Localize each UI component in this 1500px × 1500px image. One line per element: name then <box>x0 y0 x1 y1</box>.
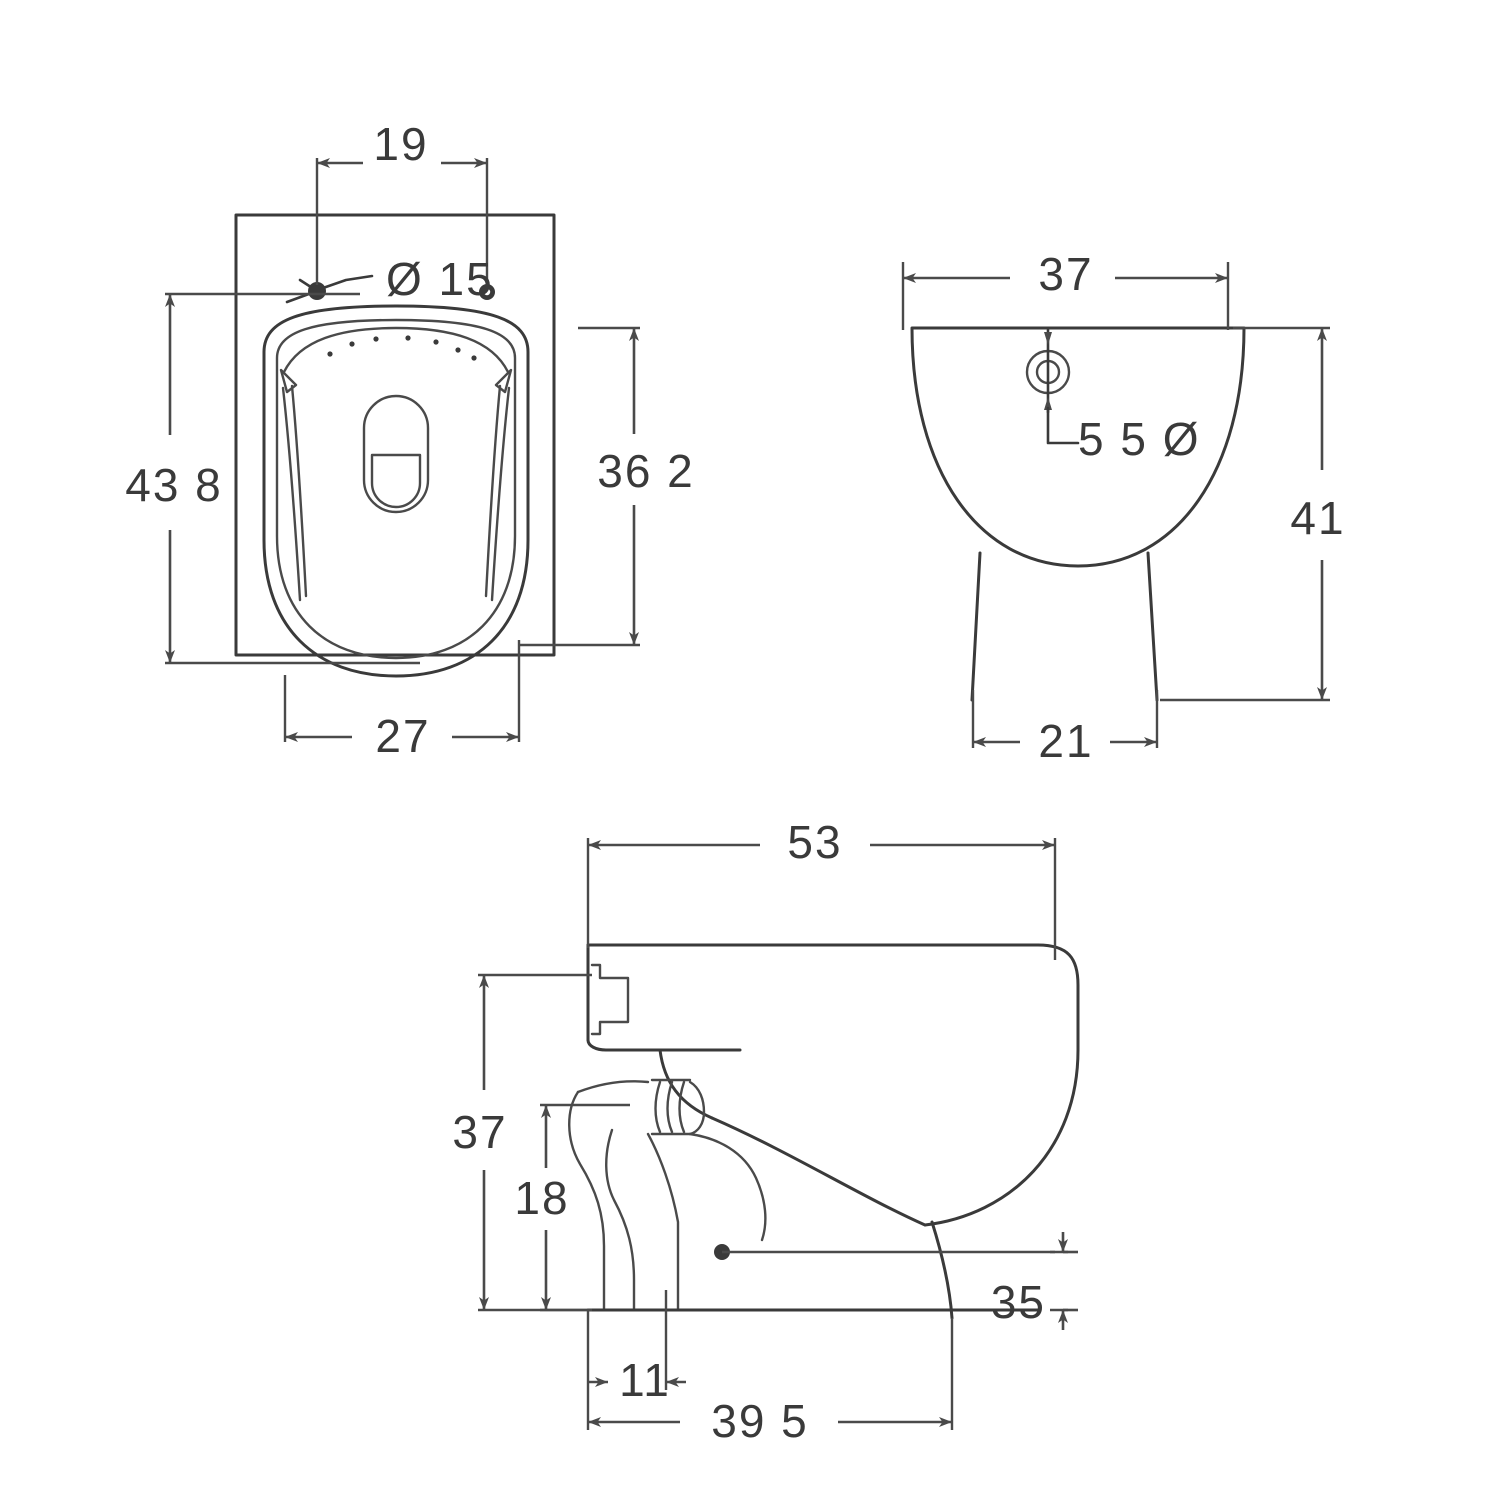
dimension-27: 27 <box>283 640 521 762</box>
centre-hole-axis-arrow-bottom <box>1044 397 1052 410</box>
dimension-53-label: 53 <box>787 816 842 868</box>
left-seat-inner-curve-2 <box>290 384 308 598</box>
seat-cover-outline <box>262 304 530 678</box>
rim-stipple-dots <box>327 335 477 361</box>
dimension-43-8-label: 43 8 <box>125 459 223 511</box>
dimension-55-leader <box>1046 406 1080 445</box>
fixing-hole-leader <box>285 274 374 304</box>
pedestal-right-edge <box>930 1220 954 1320</box>
dimension-36-2-label: 36 2 <box>597 445 695 497</box>
dimension-53: 53 <box>586 816 1057 960</box>
top-view-outer-rectangle <box>234 213 556 657</box>
rear-shelf-step <box>586 1038 742 1052</box>
trap-left-inner-profile <box>605 1128 636 1312</box>
trap-rib-2 <box>666 1080 674 1134</box>
dimension-35-label: 35 <box>991 1276 1046 1328</box>
trapway-outlet-curve <box>688 1132 767 1242</box>
seat-ring-outline <box>275 318 517 660</box>
dimension-19: 19 <box>315 118 489 286</box>
dimension-27-label: 27 <box>375 710 430 762</box>
trap-upper-left-arc <box>576 1080 650 1094</box>
trap-rib-3 <box>678 1080 686 1134</box>
side-bowl-top-outline <box>586 943 1080 1227</box>
centre-hole-axis-arrow-top <box>1044 332 1052 345</box>
view-front-elevation: 5 5 Ø 37 41 21 <box>901 248 1345 767</box>
dimension-21-label: 21 <box>1038 715 1093 767</box>
left-seat-inner-curve <box>281 386 302 602</box>
flush-button-housing <box>362 394 430 514</box>
view-top-plan: 19 Ø 15 43 8 36 2 27 <box>125 118 695 762</box>
dimension-43-8: 43 8 <box>125 292 420 665</box>
dimension-36-2: 36 2 <box>520 326 695 647</box>
right-seat-inner-curve-2 <box>484 384 502 598</box>
dimension-19-label: 19 <box>373 118 428 170</box>
flush-button-inner <box>370 453 422 509</box>
trap-rib-1 <box>654 1080 662 1134</box>
dimension-55-label: 5 5 Ø <box>1078 413 1201 465</box>
dimension-39-5-label: 39 5 <box>711 1395 809 1447</box>
rim-band-arc <box>282 326 510 374</box>
dimension-d15-label: Ø 15 <box>386 253 494 305</box>
dimension-41: 41 <box>1160 326 1345 702</box>
front-bowl-outline <box>910 326 1246 568</box>
dimension-37-side: 37 <box>452 973 592 1312</box>
right-fixing-hole-bore <box>483 288 491 296</box>
dimension-41-label: 41 <box>1290 492 1345 544</box>
right-seat-inner-curve <box>490 386 511 602</box>
trap-left-outer-profile <box>568 1090 606 1312</box>
trapway-inner-wall <box>646 1132 680 1312</box>
dimension-39-5: 39 5 <box>586 1318 954 1447</box>
trapway-outer-scroll <box>688 1080 706 1136</box>
view-side-elevation: 53 37 18 35 <box>452 816 1080 1447</box>
trap-rib-caps <box>650 1078 692 1136</box>
dimension-37-front: 37 <box>901 248 1230 330</box>
dimension-37-side-label: 37 <box>452 1106 507 1158</box>
dimension-18-label: 18 <box>514 1172 569 1224</box>
dimension-37-front-label: 37 <box>1038 248 1093 300</box>
bowl-underside-curve <box>710 1116 927 1227</box>
front-pedestal-sides <box>970 551 1159 702</box>
dimension-11-label: 11 <box>619 1354 671 1406</box>
dimension-21: 21 <box>971 690 1159 767</box>
inlet-connector-notch <box>590 963 630 1036</box>
dimension-18: 18 <box>514 1103 630 1312</box>
dimension-11: 11 <box>586 1290 686 1406</box>
dimension-35: 35 <box>991 1232 1078 1330</box>
